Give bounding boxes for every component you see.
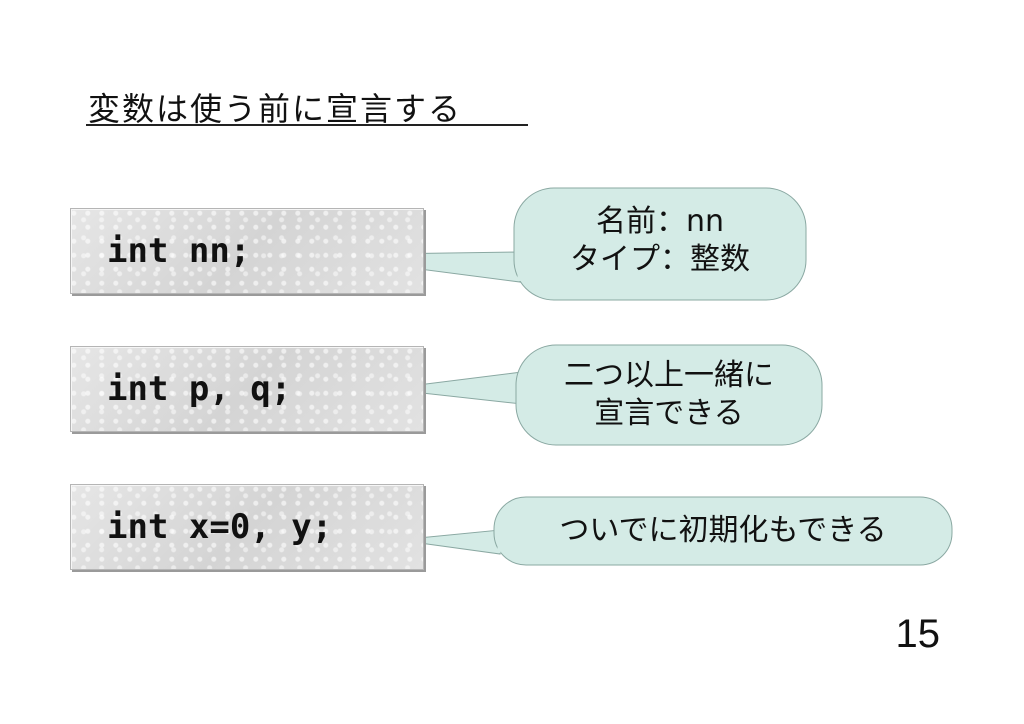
code-line-1: int nn; <box>107 231 251 271</box>
code-box-3: int x=0, y; <box>70 484 424 570</box>
callout-2-line-2: 宣言できる <box>594 396 744 431</box>
callout-text-2: 二つ以上一緒に 宣言できる <box>516 357 822 433</box>
code-box-1: int nn; <box>70 208 424 294</box>
callout-1-line-2: タイプ：整数 <box>570 242 750 277</box>
callout-bubble-3 <box>397 496 953 566</box>
code-line-3: int x=0, y; <box>107 507 333 547</box>
callout-bubble-2 <box>385 344 823 446</box>
callout-2-line-1: 二つ以上一緒に <box>564 358 774 393</box>
title-underline <box>86 124 528 126</box>
callout-3-line-1: ついでに初期化もできる <box>559 513 887 548</box>
slide-title: 変数は使う前に宣言する <box>88 90 463 128</box>
callout-text-1: 名前：nn タイプ：整数 <box>514 203 806 279</box>
callout-1-line-1: 名前：nn <box>595 204 725 239</box>
code-box-2: int p, q; <box>70 346 424 432</box>
callout-text-3: ついでに初期化もできる <box>494 512 952 550</box>
code-line-2: int p, q; <box>107 369 292 409</box>
page-number: 15 <box>895 612 941 656</box>
